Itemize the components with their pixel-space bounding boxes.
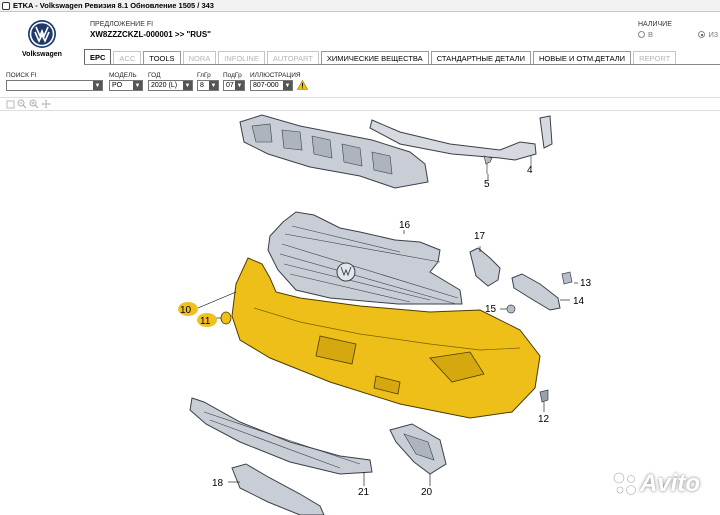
part-lower-trim-18[interactable]: [231, 463, 325, 515]
chevron-down-icon[interactable]: ▼: [133, 81, 142, 90]
watermark-text: Avito: [640, 470, 700, 497]
filter-bar: ПОИСК FI ▼ МОДЕЛЬ PO ▼ ГОД 2020 (L) ▼ Гл…: [0, 72, 720, 94]
availability-block: НАЛИЧИЕ В И3: [638, 21, 718, 39]
model-label: МОДЕЛЬ: [109, 72, 137, 79]
part-nut-15[interactable]: [506, 304, 516, 314]
callout-20[interactable]: 20: [421, 487, 433, 498]
availability-option-v[interactable]: В: [638, 30, 653, 39]
offer-block: ПРЕДЛОЖЕНИЕ FI XW8ZZZCKZL-000001 >> "RUS…: [90, 21, 211, 39]
filter-illustration: ИЛЛЮСТРАЦИЯ 807-000 ▼: [250, 72, 301, 91]
main-group-select[interactable]: 8 ▼: [197, 80, 219, 91]
filter-model: МОДЕЛЬ PO ▼: [109, 72, 143, 91]
warning-icon[interactable]: [297, 80, 308, 90]
search-input[interactable]: ▼: [6, 80, 103, 91]
callout-10: 10: [180, 305, 192, 316]
tab-epc[interactable]: EPC: [84, 49, 112, 64]
chevron-down-icon[interactable]: ▼: [93, 81, 102, 90]
sub-group-label: ПодГр: [223, 72, 242, 79]
callout-5[interactable]: 5: [484, 179, 490, 190]
zoom-out-icon: [17, 99, 27, 109]
tab-acc[interactable]: ACC: [113, 51, 142, 64]
tab-new-parts[interactable]: НОВЫЕ И ОТМ.ДЕТАЛИ: [532, 51, 632, 64]
year-select[interactable]: 2020 (L) ▼: [148, 80, 193, 91]
callout-11-badge[interactable]: 11: [197, 313, 217, 327]
main-group-label: ГлГр: [197, 72, 211, 79]
callout-18[interactable]: 18: [212, 478, 224, 489]
part-fog-bezel-20[interactable]: [389, 423, 447, 475]
chevron-down-icon[interactable]: ▼: [209, 81, 218, 90]
filter-search: ПОИСК FI ▼: [6, 72, 103, 91]
callout-13[interactable]: 13: [580, 278, 592, 289]
callout-17[interactable]: 17: [474, 231, 486, 242]
zoom-out-button[interactable]: [17, 99, 27, 109]
offer-label: ПРЕДЛОЖЕНИЕ FI: [90, 21, 154, 28]
tab-chemicals[interactable]: ХИМИЧЕСКИЕ ВЕЩЕСТВА: [320, 51, 429, 64]
chevron-down-icon[interactable]: ▼: [235, 81, 244, 90]
part-bracket-14[interactable]: [511, 273, 561, 311]
callout-21[interactable]: 21: [358, 487, 370, 498]
callout-10-badge[interactable]: 10: [178, 302, 198, 316]
view-toolbar: [0, 97, 720, 111]
tab-standard-parts[interactable]: СТАНДАРТНЫЕ ДЕТАЛИ: [430, 51, 531, 64]
title-bar: ETKA - Volkswagen Ревизия 8.1 Обновление…: [0, 0, 720, 12]
vw-logo-icon: [28, 19, 56, 48]
model-select[interactable]: PO ▼: [109, 80, 143, 91]
frame-icon: [6, 100, 14, 108]
part-crossmember-4[interactable]: [369, 115, 553, 166]
availability-label: НАЛИЧИЕ: [638, 21, 672, 28]
pan-icon: [41, 99, 51, 109]
part-clip-13[interactable]: [561, 271, 573, 285]
part-lower-grille-21[interactable]: [189, 397, 373, 475]
filter-year: ГОД 2020 (L) ▼: [148, 72, 193, 91]
part-bumper-cover-10[interactable]: [231, 257, 541, 419]
radio-selected-icon: [698, 31, 706, 38]
search-label: ПОИСК FI: [6, 72, 37, 79]
callout-16[interactable]: 16: [399, 220, 411, 231]
tab-bar: EPC ACC TOOLS NORA INFOLINE AUTOPART ХИМ…: [84, 49, 720, 65]
part-bracket-17[interactable]: [469, 247, 501, 287]
callout-14[interactable]: 14: [573, 296, 585, 307]
tab-nora[interactable]: NORA: [182, 51, 217, 64]
brand-name: Volkswagen: [22, 50, 62, 58]
tab-report[interactable]: REPORT: [633, 51, 677, 64]
tab-infoline[interactable]: INFOLINE: [218, 51, 265, 64]
filter-sub-group: ПодГр 07 ▼: [223, 72, 245, 91]
radio-icon: [638, 31, 645, 38]
part-clip-5[interactable]: [483, 155, 493, 174]
avito-dots-icon: [613, 472, 636, 495]
part-absorber[interactable]: [239, 114, 429, 189]
tab-tools[interactable]: TOOLS: [143, 51, 181, 64]
part-grille-16[interactable]: [267, 211, 463, 305]
availability-option-i3[interactable]: И3: [698, 30, 718, 39]
chevron-down-icon[interactable]: ▼: [183, 81, 192, 90]
zoom-fit-button[interactable]: [5, 99, 15, 109]
window-title: ETKA - Volkswagen Ревизия 8.1 Обновление…: [13, 1, 214, 10]
callout-15[interactable]: 15: [485, 304, 497, 315]
callout-11: 11: [200, 316, 211, 327]
pan-button[interactable]: [41, 99, 51, 109]
callout-4[interactable]: 4: [527, 165, 533, 176]
year-label: ГОД: [148, 72, 161, 79]
tab-autopart[interactable]: AUTOPART: [266, 51, 319, 64]
parts-diagram: 4 5 10 11 12 13 14 15 16 17 18 20 21: [178, 114, 592, 515]
illustration-select[interactable]: 807-000 ▼: [250, 80, 293, 91]
part-screw-12[interactable]: [539, 389, 549, 403]
chevron-down-icon[interactable]: ▼: [283, 81, 292, 90]
part-plug-11[interactable]: [220, 311, 232, 325]
zoom-in-icon: [29, 99, 39, 109]
zoom-in-button[interactable]: [29, 99, 39, 109]
leader-lines: [197, 166, 578, 486]
filter-main-group: ГлГр 8 ▼: [197, 72, 219, 91]
illustration-label: ИЛЛЮСТРАЦИЯ: [250, 72, 301, 79]
app-icon: [2, 1, 10, 10]
offer-value: XW8ZZZCKZL-000001 >> "RUS": [90, 30, 211, 39]
avito-watermark: Avito: [612, 470, 700, 498]
sub-group-select[interactable]: 07 ▼: [223, 80, 245, 91]
brand-block: Volkswagen: [0, 12, 84, 64]
callout-12[interactable]: 12: [538, 414, 550, 425]
